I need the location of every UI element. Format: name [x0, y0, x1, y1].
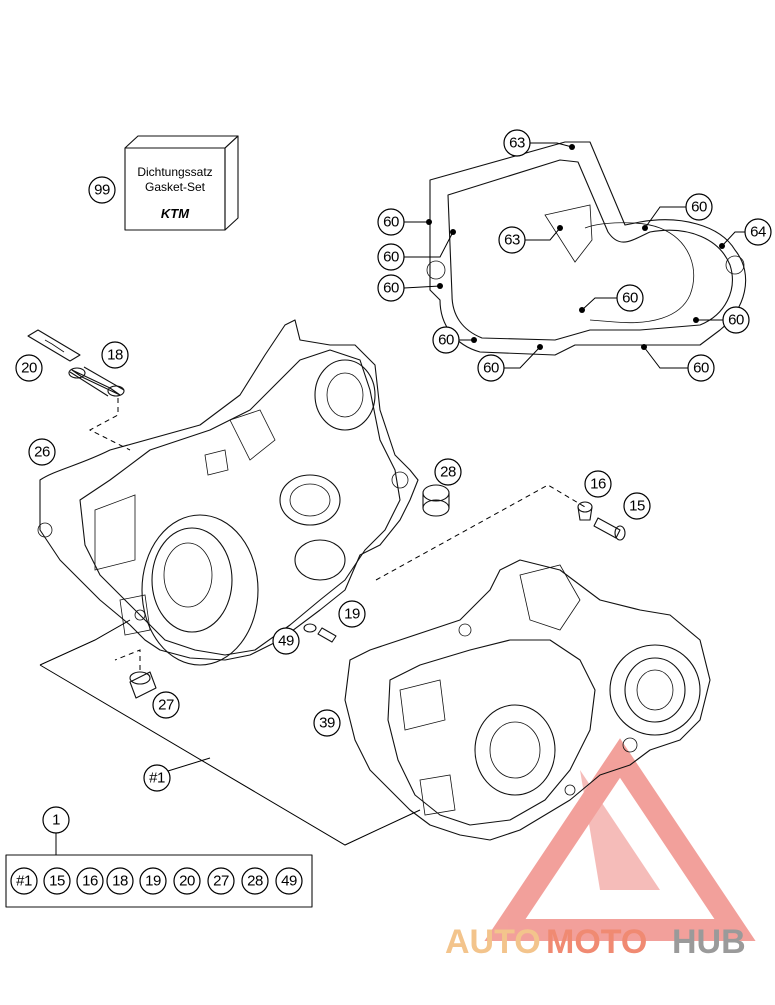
ktm-logo: KTM	[161, 206, 190, 221]
gasket-set-box: Dichtungssatz Gasket-Set KTM	[124, 135, 239, 231]
dowel-18	[68, 366, 125, 397]
svg-text:60: 60	[438, 332, 454, 349]
callout-16: 16	[584, 470, 612, 498]
callout-60-g: 60	[616, 284, 644, 312]
callout-64: 64	[744, 218, 772, 246]
svg-text:60: 60	[383, 280, 399, 297]
callout-60-d: 60	[432, 326, 460, 354]
callout-49: 49	[272, 627, 300, 655]
svg-text:27: 27	[213, 873, 229, 890]
watermark-moto: MOTO	[546, 923, 647, 961]
bolt-20	[27, 329, 81, 362]
callout-60-e: 60	[477, 354, 505, 382]
watermark-text: AUTO MOTO HUB	[445, 923, 746, 961]
svg-text:60: 60	[622, 290, 638, 307]
dowel-27	[129, 671, 157, 699]
kit-item-19: 19	[139, 867, 167, 895]
svg-text:60: 60	[383, 214, 399, 231]
callout-39: 39	[313, 709, 341, 737]
svg-text:49: 49	[278, 633, 294, 650]
callout-15: 15	[623, 492, 651, 520]
callout-19: 19	[338, 600, 366, 628]
callout-99: 99	[88, 176, 116, 204]
callout-60-b: 60	[377, 243, 405, 271]
svg-text:18: 18	[107, 347, 123, 364]
svg-text:15: 15	[49, 873, 65, 890]
svg-text:28: 28	[247, 873, 263, 890]
kit-item-20: 20	[173, 867, 201, 895]
svg-text:20: 20	[179, 873, 195, 890]
screw-19	[317, 627, 337, 643]
svg-text:60: 60	[691, 199, 707, 216]
dowel-28	[422, 484, 450, 517]
svg-text:60: 60	[728, 312, 744, 329]
washer-16	[577, 501, 593, 521]
svg-text:63: 63	[509, 135, 525, 152]
svg-text:39: 39	[319, 715, 335, 732]
gasket-label-de: Dichtungssatz	[137, 165, 212, 179]
callout-60-h: 60	[722, 306, 750, 334]
svg-text:99: 99	[94, 182, 110, 199]
svg-text:28: 28	[440, 464, 456, 481]
svg-text:16: 16	[82, 873, 98, 890]
clutch-cover-gasket	[426, 141, 747, 356]
watermark-auto: AUTO	[445, 923, 541, 961]
svg-text:19: 19	[344, 606, 360, 623]
svg-text:60: 60	[483, 360, 499, 377]
callout-63-top: 63	[503, 129, 531, 157]
watermark-hub: HUB	[672, 923, 746, 961]
callout-20: 20	[15, 354, 43, 382]
svg-text:27: 27	[158, 697, 174, 714]
callout-1: 1	[42, 806, 70, 834]
callout-hash1: #1	[143, 764, 171, 792]
svg-text:16: 16	[590, 476, 606, 493]
kit-item-16: 16	[76, 867, 104, 895]
screw-15	[593, 517, 626, 541]
callout-60-f: 60	[685, 193, 713, 221]
callout-18: 18	[101, 341, 129, 369]
callout-60-c: 60	[377, 274, 405, 302]
kit-item-27: 27	[207, 867, 235, 895]
callout-28: 28	[434, 458, 462, 486]
svg-text:63: 63	[504, 232, 520, 249]
callout-60-i: 60	[687, 354, 715, 382]
gasket-label-en: Gasket-Set	[145, 180, 206, 194]
leader-lines	[403, 142, 745, 369]
callout-63-center: 63	[498, 226, 526, 254]
callout-27: 27	[152, 691, 180, 719]
kit-item-28: 28	[241, 867, 269, 895]
svg-text:49: 49	[281, 873, 297, 890]
watermark-logo	[484, 738, 756, 941]
svg-text:19: 19	[145, 873, 161, 890]
crankcase-right-half	[344, 559, 711, 841]
svg-text:26: 26	[34, 444, 50, 461]
crankcase-left-half	[37, 319, 419, 666]
svg-text:20: 20	[21, 360, 37, 377]
svg-text:#1: #1	[16, 873, 32, 890]
svg-text:#1: #1	[149, 770, 165, 787]
kit-contents-box	[5, 832, 313, 908]
svg-text:1: 1	[52, 812, 60, 829]
kit-item-15: 15	[43, 867, 71, 895]
svg-text:60: 60	[693, 360, 709, 377]
callout-26: 26	[28, 438, 56, 466]
callout-60-a: 60	[377, 208, 405, 236]
svg-text:60: 60	[383, 249, 399, 266]
kit-item-18: 18	[106, 867, 134, 895]
kit-item-49: 49	[275, 867, 303, 895]
svg-text:18: 18	[112, 873, 128, 890]
dowel-49	[303, 623, 317, 633]
svg-text:15: 15	[629, 498, 645, 515]
kit-item-hash1: #1	[10, 867, 38, 895]
svg-text:64: 64	[750, 224, 766, 241]
